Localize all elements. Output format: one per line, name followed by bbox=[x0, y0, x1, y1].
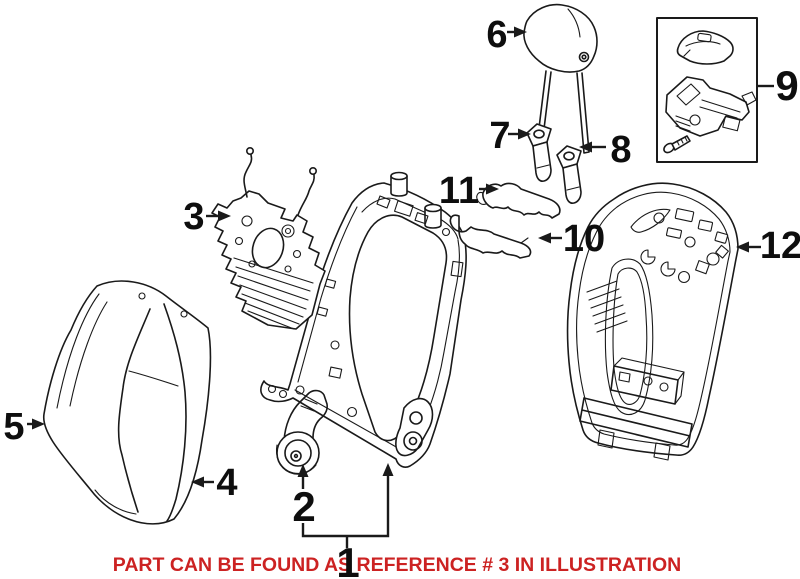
recliner-arm-drawing bbox=[275, 389, 328, 475]
leader-bracket-1 bbox=[301, 463, 394, 538]
callout-number-4: 4 bbox=[216, 462, 237, 504]
callout-number-12: 12 bbox=[760, 225, 800, 267]
callout-number-11: 11 bbox=[439, 170, 479, 212]
seat-frame-drawing bbox=[260, 171, 467, 468]
bracket-11-drawing bbox=[476, 182, 561, 219]
back-panel-drawing bbox=[566, 182, 739, 461]
callout-number-5: 5 bbox=[3, 406, 24, 448]
callout-number-6: 6 bbox=[486, 14, 507, 56]
lumbar-support-drawing bbox=[211, 147, 326, 330]
callout-number-7: 7 bbox=[489, 115, 510, 157]
callout-number-8: 8 bbox=[610, 129, 631, 171]
reference-note: PART CAN BE FOUND AS REFERENCE # 3 IN IL… bbox=[113, 554, 681, 576]
headrest-drawing bbox=[523, 3, 598, 154]
callout-number-3: 3 bbox=[183, 196, 204, 238]
callout-number-2: 2 bbox=[292, 483, 315, 530]
seat-cushion-drawing bbox=[43, 280, 212, 525]
headrest-guide-7-drawing bbox=[526, 123, 552, 182]
headrest-guide-8-drawing bbox=[556, 145, 582, 204]
hardware-kit-drawing bbox=[656, 17, 758, 163]
callout-number-9: 9 bbox=[775, 62, 798, 109]
callout-number-1: 1 bbox=[336, 539, 359, 579]
bracket-10-drawing bbox=[449, 214, 532, 259]
callout-number-10: 10 bbox=[563, 218, 605, 260]
